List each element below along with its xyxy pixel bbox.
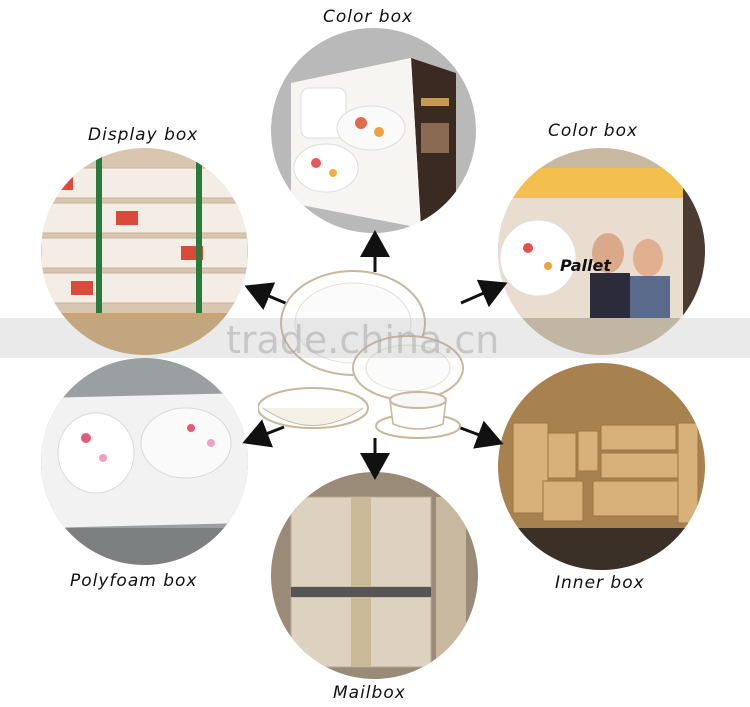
color-box-top-label: Color box (323, 7, 414, 27)
polyfoam-box-label: Polyfoam box (70, 571, 198, 591)
display-box-label: Display box (88, 125, 199, 145)
arrow-to-display-box (244, 282, 291, 311)
inner-box-label: Inner box (555, 573, 645, 593)
color-box-right-photo: Pallet (498, 148, 705, 355)
inner-box-photo (498, 363, 705, 570)
pallet-label: Pallet (560, 256, 611, 275)
dinnerware-set (258, 270, 464, 439)
watermark-band (0, 318, 750, 358)
arrow-to-polyfoam-box (242, 419, 285, 448)
display-box-photo (41, 148, 248, 355)
polyfoam-box-photo (41, 358, 248, 565)
arrow-to-inner-box (457, 420, 504, 449)
color-box-top-photo (271, 28, 476, 233)
mailbox-label: Mailbox (333, 683, 406, 703)
color-box-right-label: Color box (548, 121, 639, 141)
watermark-text: trade.china.cn (226, 318, 500, 362)
arrow-to-color-box-right (460, 279, 508, 308)
